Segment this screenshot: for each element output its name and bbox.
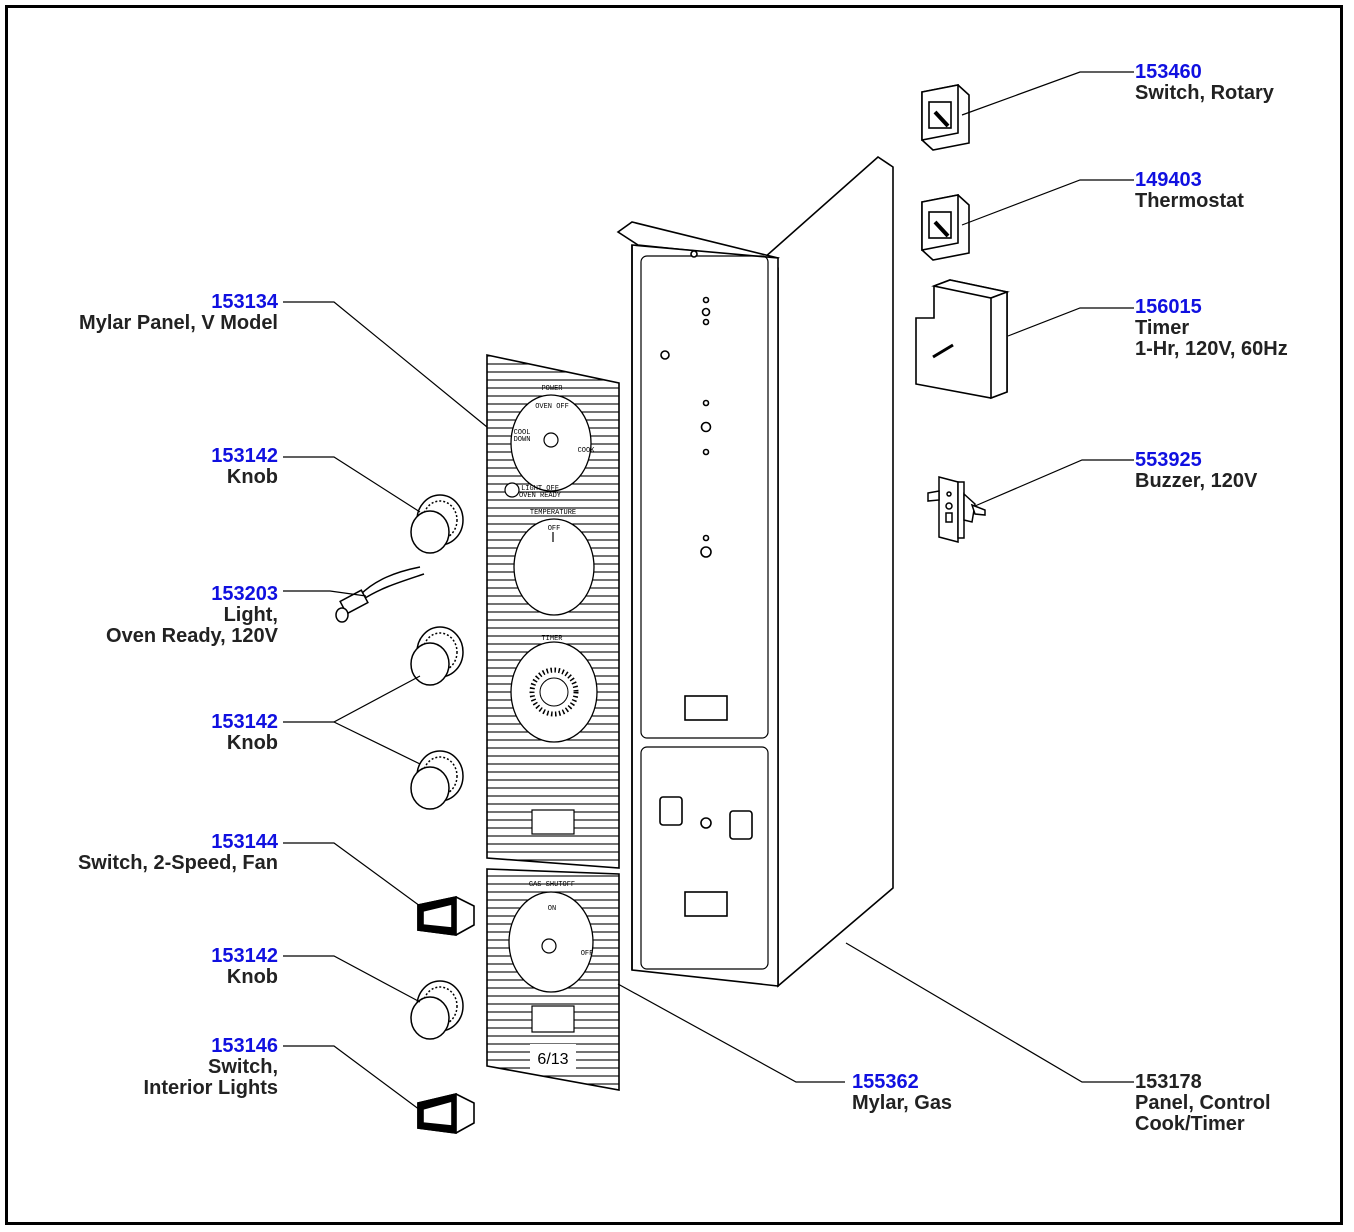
part-description: Cook/Timer (1135, 1113, 1245, 1135)
knob-icon (410, 626, 464, 686)
rocker-switch-icon (417, 1092, 475, 1134)
part-number: 153144 (211, 831, 278, 853)
mylar-temperature-text: TEMPERATURE (530, 509, 576, 517)
mylar-date-code: 6/13 (537, 1051, 568, 1068)
callout-light: 153203 Light, Oven Ready, 120V (106, 584, 278, 647)
callout-switch-lights: 153146 Switch, Interior Lights (144, 1036, 278, 1099)
callout-knob: 153142 Knob (211, 446, 278, 488)
callout-mylar-gas: 155362 Mylar, Gas (852, 1072, 952, 1114)
mylar-panel: POWER OVEN OFF COOL DOWN COOK LIGHT OFF … (486, 354, 620, 869)
part-description: Oven Ready, 120V (106, 625, 278, 647)
part-number: 153178 (1135, 1071, 1202, 1093)
part-description: Switch, 2-Speed, Fan (77, 852, 278, 874)
part-description: Mylar Panel, V Model (79, 312, 278, 334)
part-description: Panel, Control (1135, 1092, 1271, 1114)
part-number: 153142 (211, 445, 278, 467)
callout-control-panel: 153178 Panel, Control Cook/Timer (1135, 1072, 1271, 1135)
control-panel-housing (616, 155, 894, 988)
mylar-power-text: POWER (541, 385, 563, 393)
callout-knob: 153142 Knob (211, 946, 278, 988)
part-description: Knob (226, 466, 278, 488)
mylar-timer-text: TIMER (541, 635, 563, 643)
knob-icon (410, 494, 464, 554)
part-number: 156015 (1135, 296, 1202, 318)
part-description: Knob (226, 966, 278, 988)
mylar-down-text: DOWN (514, 436, 531, 444)
mylar-gas-panel: GAS SHUTOFF ON OFF 6/13 (486, 868, 620, 1091)
mylar-gas-shutoff-text: GAS SHUTOFF (529, 881, 575, 889)
part-description: Knob (226, 732, 278, 754)
mylar-cook-text: COOK (578, 447, 596, 455)
callout-switch-rotary: 153460 Switch, Rotary (1135, 62, 1274, 104)
part-number: 149403 (1135, 169, 1202, 191)
part-number: 155362 (852, 1071, 919, 1093)
part-description: Timer (1135, 317, 1190, 339)
leader-lines (283, 71, 1134, 1111)
callout-mylar-panel: 153134 Mylar Panel, V Model (79, 292, 278, 334)
callout-buzzer: 553925 Buzzer, 120V (1135, 450, 1257, 492)
knob-icon (410, 980, 464, 1040)
callout-knob: 153142 Knob (211, 712, 278, 754)
callout-thermostat: 149403 Thermostat (1135, 170, 1244, 212)
rotary-switch-icon (921, 84, 970, 151)
rocker-switch-icon (417, 896, 475, 936)
part-number: 153460 (1135, 61, 1202, 83)
part-number: 153142 (211, 711, 278, 733)
thermostat-icon (921, 194, 970, 261)
part-description: Mylar, Gas (852, 1092, 953, 1114)
part-description: Switch, Rotary (1135, 82, 1274, 104)
mylar-oven-ready-text: OVEN READY (519, 492, 562, 500)
mylar-gas-on-text: ON (548, 905, 556, 913)
part-description: 1-Hr, 120V, 60Hz (1135, 338, 1288, 360)
part-description: Interior Lights (143, 1077, 278, 1099)
mylar-gas-off-text: OFF (581, 950, 594, 958)
knob-icon (410, 750, 464, 810)
part-description: Buzzer, 120V (1135, 470, 1258, 492)
indicator-light-icon (335, 566, 425, 623)
timer-icon (915, 279, 1010, 400)
part-description: Thermostat (1135, 190, 1244, 212)
part-number: 153146 (211, 1035, 278, 1057)
callout-switch-fan: 153144 Switch, 2-Speed, Fan (78, 832, 278, 874)
part-number: 153134 (211, 291, 278, 313)
callout-timer: 156015 Timer 1-Hr, 120V, 60Hz (1135, 297, 1288, 360)
buzzer-icon (927, 476, 986, 543)
part-number: 153203 (211, 583, 278, 605)
mylar-temp-off-text: OFF (548, 525, 561, 533)
mylar-light-off-text: LIGHT OFF (521, 485, 559, 493)
part-number: 153142 (211, 945, 278, 967)
part-number: 553925 (1135, 449, 1202, 471)
mylar-cool-text: COOL (514, 429, 531, 437)
mylar-oven-off-text: OVEN OFF (535, 403, 569, 411)
part-description: Light, (223, 604, 278, 626)
part-description: Switch, (207, 1056, 278, 1078)
